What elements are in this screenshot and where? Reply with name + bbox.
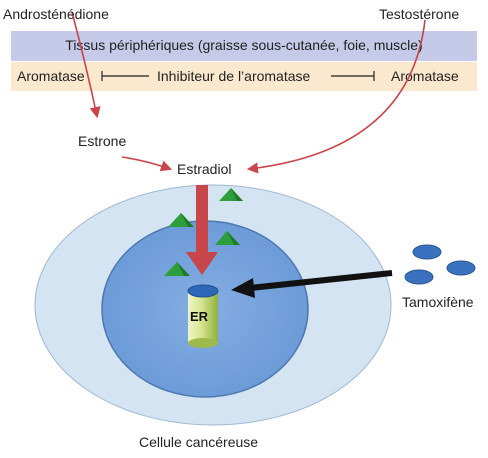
- peripheral-tissues-label: Tissus périphériques (graisse sous-cutan…: [65, 37, 423, 53]
- receptor-label: ER: [190, 309, 209, 324]
- estradiol-marker: [215, 231, 240, 245]
- testosterone-to-estradiol-arrow: [246, 19, 426, 174]
- estradiol-marker: [164, 262, 190, 276]
- cancer-cell-label: Cellule cancéreuse: [139, 434, 259, 450]
- peripheral-tissues-band: Tissus périphériques (graisse sous-cutan…: [11, 31, 477, 61]
- testosterone-label: Testostérone: [379, 6, 460, 22]
- estrone-to-estradiol-arrow: [121, 156, 173, 172]
- tamoxifen-arrow-shaft: [249, 270, 393, 291]
- aromatase-left-label: Aromatase: [17, 68, 85, 84]
- tamoxifen-label: Tamoxifène: [402, 294, 474, 310]
- estrogen-receptor: [187, 284, 219, 348]
- estradiol-marker: [168, 213, 194, 227]
- tamoxifen-marker: [446, 260, 476, 276]
- androstenedione-label: Androsténédione: [3, 6, 109, 22]
- estradiol-marker: [219, 188, 243, 201]
- aromatase-inhibitor-label: Inhibiteur de l’aromatase: [157, 68, 311, 84]
- tamoxifen-arrow-head: [231, 278, 255, 298]
- androstenedione-to-estrone-arrow: [71, 11, 101, 119]
- tamoxifen-marker: [412, 244, 442, 260]
- estrone-label: Estrone: [78, 133, 127, 149]
- tamoxifen-marker: [404, 269, 434, 285]
- estradiol-label: Estradiol: [177, 161, 232, 177]
- estradiol-entry-arrow: [186, 185, 218, 275]
